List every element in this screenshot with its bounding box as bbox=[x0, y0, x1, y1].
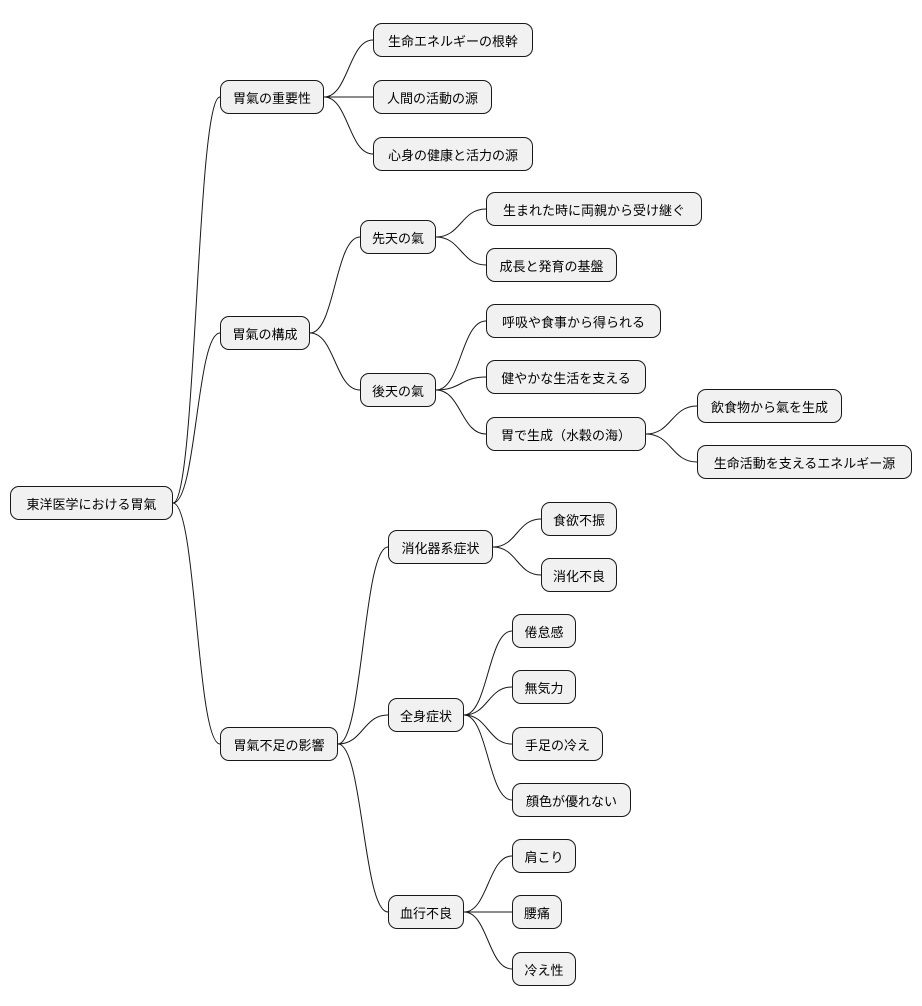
connector-n3-n3b bbox=[337, 714, 389, 745]
node-root: 東洋医学における胃氣 bbox=[10, 486, 173, 520]
node-systemic-symptoms: 全身症状 bbox=[388, 698, 464, 732]
connector-root-n2 bbox=[172, 332, 221, 504]
node-supports-healthy-life: 健やかな生活を支える bbox=[486, 360, 646, 394]
node-composition: 胃氣の構成 bbox=[220, 316, 310, 350]
connector-n2b3-n2b3b bbox=[645, 433, 698, 463]
node-life-energy-source: 生命活動を支えるエネルギー源 bbox=[697, 445, 912, 479]
node-back-pain: 腰痛 bbox=[512, 895, 562, 929]
connector-n2b-n2b2 bbox=[435, 376, 487, 391]
connector-n3c-n3c3 bbox=[463, 911, 513, 970]
node-stiff-shoulders: 肩こり bbox=[512, 839, 576, 873]
node-poor-appetite: 食欲不振 bbox=[541, 502, 617, 536]
node-growth-foundation: 成長と発育の基盤 bbox=[486, 248, 617, 282]
node-life-energy-core: 生命エネルギーの根幹 bbox=[373, 23, 533, 57]
node-sensitivity-to-cold: 冷え性 bbox=[512, 952, 576, 986]
node-acquired-qi: 後天の氣 bbox=[360, 373, 436, 407]
connector-n3a-n3a1 bbox=[492, 518, 542, 548]
node-made-in-stomach: 胃で生成（水穀の海） bbox=[486, 417, 646, 451]
node-innate-qi: 先天の氣 bbox=[360, 220, 436, 254]
connector-n3-n3c bbox=[337, 743, 389, 913]
connector-n2-n2a bbox=[309, 236, 361, 334]
node-fatigue: 倦怠感 bbox=[512, 614, 576, 648]
connector-n3a-n3a2 bbox=[492, 546, 542, 576]
node-cold-extremities: 手足の冷え bbox=[512, 727, 603, 761]
connector-n1-n1c bbox=[323, 96, 374, 155]
node-importance: 胃氣の重要性 bbox=[220, 80, 324, 114]
connector-n2a-n2a1 bbox=[435, 208, 487, 238]
node-qi-from-food: 飲食物から氣を生成 bbox=[697, 389, 842, 423]
connector-n2-n2b bbox=[309, 332, 361, 391]
node-indigestion: 消化不良 bbox=[541, 558, 617, 592]
connector-root-n1 bbox=[172, 96, 221, 504]
connector-n3b-n3b1 bbox=[463, 630, 513, 716]
node-poor-circulation: 血行不良 bbox=[388, 895, 464, 929]
connector-n3b-n3b2 bbox=[463, 686, 513, 716]
connector-root-n3 bbox=[172, 502, 221, 745]
connector-n2b-n2b1 bbox=[435, 320, 487, 391]
node-deficiency-effects: 胃氣不足の影響 bbox=[220, 727, 338, 761]
node-digestive-symptoms: 消化器系症状 bbox=[388, 530, 493, 564]
connector-n3b-n3b3 bbox=[463, 714, 513, 745]
connector-n2b3-n2b3a bbox=[645, 405, 698, 435]
node-human-activity-source: 人間の活動の源 bbox=[373, 80, 492, 114]
connector-n2b-n2b3 bbox=[435, 389, 487, 435]
connector-n3b-n3b4 bbox=[463, 714, 513, 801]
connector-n2a-n2a2 bbox=[435, 236, 487, 266]
node-lethargy: 無気力 bbox=[512, 670, 576, 704]
connector-n3-n3a bbox=[337, 546, 389, 745]
node-health-vitality-source: 心身の健康と活力の源 bbox=[373, 137, 533, 171]
node-inherited-from-parents: 生まれた時に両親から受け継ぐ bbox=[486, 192, 702, 226]
node-from-breath-food: 呼吸や食事から得られる bbox=[486, 304, 661, 338]
node-poor-complexion: 顔色が優れない bbox=[512, 783, 631, 817]
connector-n3c-n3c1 bbox=[463, 855, 513, 913]
connector-n1-n1a bbox=[323, 39, 374, 98]
